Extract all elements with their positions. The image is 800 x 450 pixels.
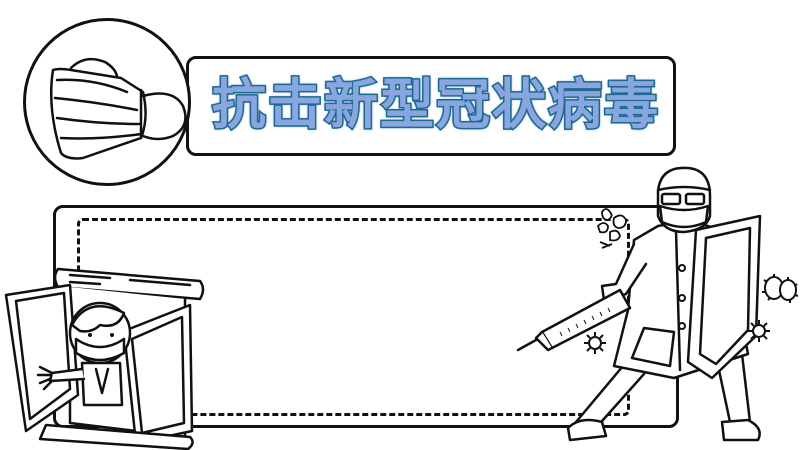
virus-icon xyxy=(596,208,627,249)
page-title: 抗击新型冠状病毒 xyxy=(211,72,660,138)
doctor-with-syringe-and-shield-illustration xyxy=(516,166,762,442)
mask-badge xyxy=(23,18,191,186)
face-mask-icon xyxy=(49,57,187,160)
virus-icon xyxy=(584,332,606,354)
virus-icon xyxy=(762,274,799,303)
child-at-window-illustration xyxy=(4,267,205,450)
title-banner xyxy=(186,56,676,156)
virus-icon xyxy=(748,320,770,342)
